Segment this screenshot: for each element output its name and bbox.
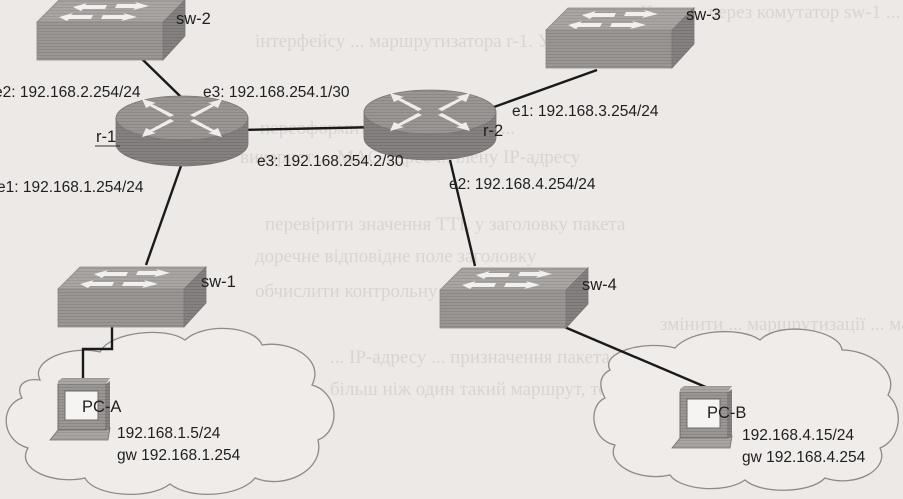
link-r2-sw4 (448, 159, 477, 267)
pc-b[interactable]: PC-B 192.168.4.15/24 gw 192.168.4.254 (671, 385, 866, 466)
switch-sw-3[interactable]: sw-3 (545, 6, 721, 69)
pc-gateway: gw 192.168.1.254 (117, 447, 241, 464)
link-sw4-pcb (547, 318, 709, 390)
bleed-line: перевірити значення TTL у заголовку паке… (265, 214, 626, 235)
iface-label-r2-e3: e3: 192.168.254.2/30 (257, 153, 404, 170)
iface-label-r1-e2: e2: 192.168.2.254/24 (0, 84, 141, 101)
interface-labels: e2: 192.168.2.254/24 e3: 192.168.254.1/3… (0, 84, 659, 196)
pc-gateway: gw 192.168.4.254 (742, 449, 866, 466)
router-r-1[interactable]: r-1 (95, 95, 249, 167)
bleed-line: Кадр, ... через комутатор sw-1 ... (640, 2, 900, 23)
pc-ip: 192.168.4.15/24 (742, 427, 854, 444)
link-r2-sw3 (479, 68, 598, 114)
iface-label-r2-e1: e1: 192.168.3.254/24 (512, 103, 659, 120)
bleed-line: змінити ... маршрутизації ... маршрут (660, 314, 903, 335)
pc-label: PC-A (82, 398, 121, 416)
switch-label: sw-4 (582, 276, 617, 294)
cloud-lan-b (593, 328, 899, 491)
switch-label: sw-3 (686, 6, 721, 24)
cloud-lan-a (5, 327, 335, 495)
switch-sw-1[interactable]: sw-1 (57, 266, 236, 328)
switch-label: sw-1 (201, 273, 236, 291)
iface-label-r2-e2: e2: 192.168.4.254/24 (449, 176, 596, 193)
iface-label-r1-e1: e1: 192.168.1.254/24 (0, 179, 144, 196)
router-r-2[interactable]: r-2 (363, 89, 503, 161)
pc-a[interactable]: PC-A 192.168.1.5/24 gw 192.168.1.254 (49, 377, 241, 464)
link-r1-r2 (237, 125, 381, 132)
link-r1-sw1 (144, 162, 184, 266)
router-label: r-1 (96, 128, 116, 146)
link-sw2-r1 (140, 57, 183, 99)
switch-sw-2[interactable]: sw-2 (36, 0, 211, 61)
pc-ip: 192.168.1.5/24 (117, 425, 221, 442)
switch-sw-4[interactable]: sw-4 (439, 267, 617, 329)
link-sw1-pca (81, 320, 114, 381)
links (81, 57, 709, 390)
iface-label-r1-e3: e3: 192.168.254.1/30 (203, 84, 350, 101)
switch-label: sw-2 (176, 10, 211, 28)
bleed-line: ... IP-адресу ... призначення пакета (330, 347, 610, 368)
pc-label: PC-B (707, 404, 746, 422)
router-label: r-2 (483, 122, 503, 140)
bleed-line: доречне відповідне поле заголовку (255, 246, 537, 267)
